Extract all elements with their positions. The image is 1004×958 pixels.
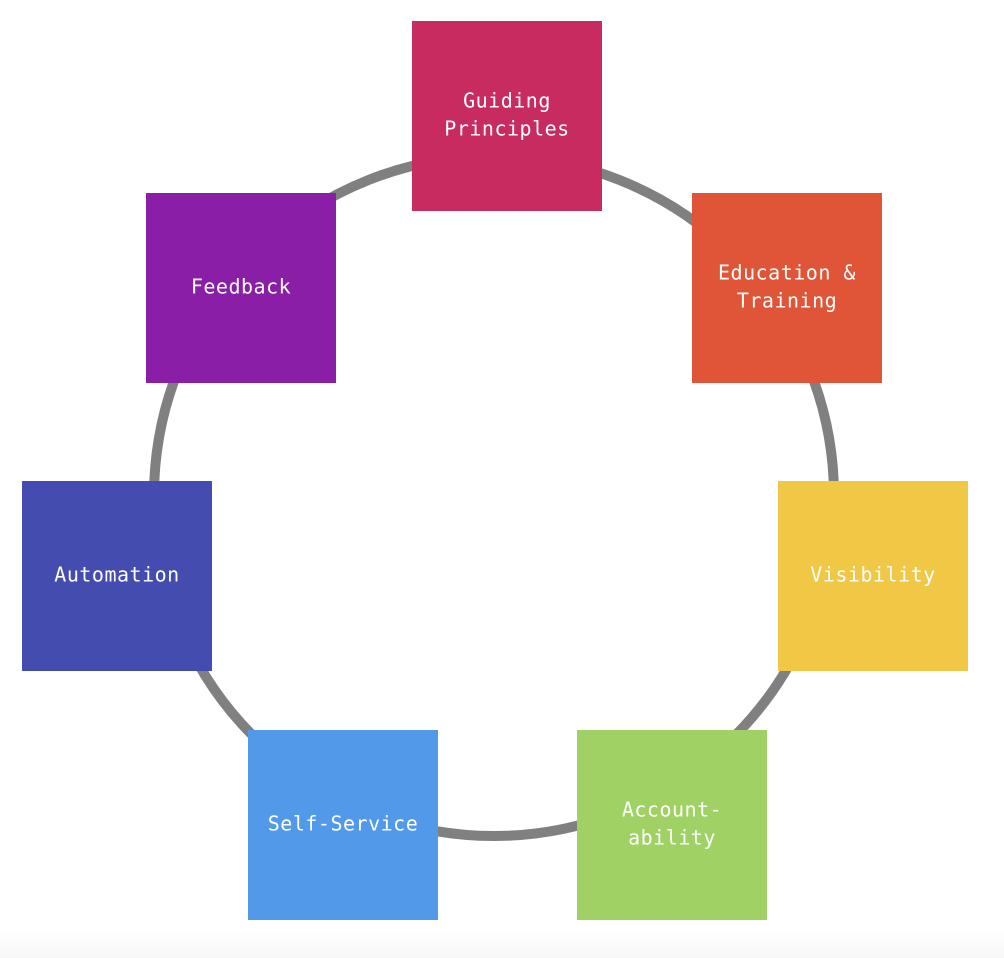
- node-label-automation: Automation: [54, 563, 179, 587]
- node-box-accountability: [577, 730, 767, 920]
- node-label-guiding-principles: Guiding: [463, 89, 551, 113]
- node-accountability: Account-ability: [577, 730, 767, 920]
- node-label-education-training: Education &: [718, 261, 856, 285]
- node-visibility: Visibility: [778, 481, 968, 671]
- node-box-education-training: [692, 193, 882, 383]
- page-footer-strip: [0, 928, 1004, 958]
- node-automation: Automation: [22, 481, 212, 671]
- node-box-self-service: [248, 730, 438, 920]
- node-label-education-training: Training: [737, 289, 837, 313]
- node-label-accountability: ability: [628, 826, 716, 850]
- node-label-accountability: Account-: [622, 798, 722, 822]
- node-box-visibility: [778, 481, 968, 671]
- node-box-guiding-principles: [412, 21, 602, 211]
- node-label-visibility: Visibility: [810, 563, 935, 587]
- node-label-feedback: Feedback: [191, 275, 291, 299]
- node-feedback: Feedback: [146, 193, 336, 383]
- node-label-self-service: Self-Service: [268, 812, 419, 836]
- node-self-service: Self-Service: [248, 730, 438, 920]
- node-label-guiding-principles: Principles: [444, 117, 569, 141]
- node-education-training: Education & Training: [692, 193, 882, 383]
- node-box-automation: [22, 481, 212, 671]
- node-box-feedback: [146, 193, 336, 383]
